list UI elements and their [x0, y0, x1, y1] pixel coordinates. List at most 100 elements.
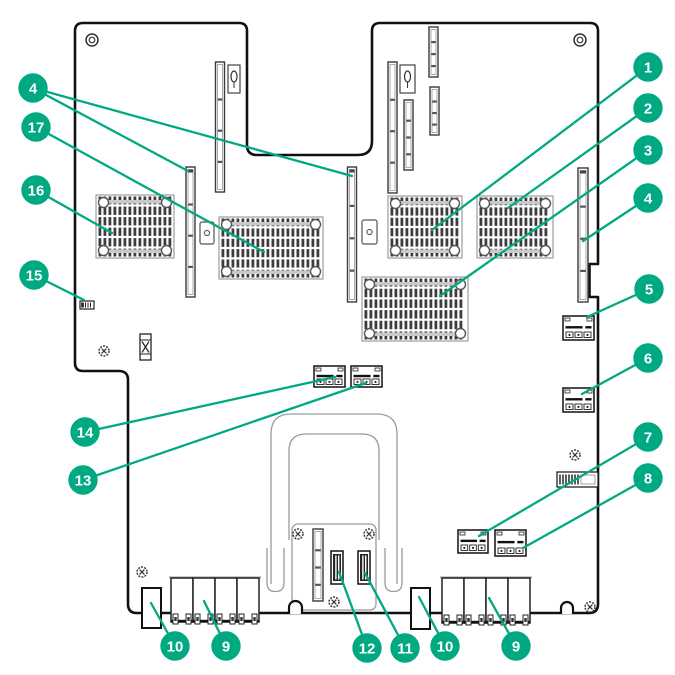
callout-9: 9	[202, 599, 241, 661]
heatsink	[387, 195, 463, 259]
callout-circle	[18, 73, 48, 103]
callout-circle	[633, 343, 663, 373]
callout-number: 11	[397, 640, 413, 657]
callout-15: 15	[19, 260, 86, 302]
pcie-slot-connector	[214, 61, 226, 193]
callout-14: 14	[70, 375, 337, 447]
callout-circle	[390, 633, 420, 663]
callout-circle	[68, 465, 98, 495]
screw	[98, 345, 110, 357]
board-edge	[73, 21, 600, 615]
cable-connector	[313, 365, 346, 388]
socket-block	[361, 219, 378, 245]
fuse-component	[139, 333, 152, 361]
callout-leader-line	[81, 381, 368, 482]
callout-circle	[633, 463, 663, 493]
callout-circle	[21, 175, 51, 205]
callout-circle	[19, 260, 49, 290]
callout-number: 5	[645, 281, 653, 298]
callout-circle	[633, 52, 663, 82]
callout-8: 8	[521, 463, 663, 550]
cable-connector	[494, 529, 527, 557]
callout-leader-line	[34, 125, 266, 254]
callout-11: 11	[363, 571, 420, 663]
callout-3: 3	[438, 135, 663, 298]
cable-connector	[350, 365, 383, 388]
pcie-slot-connector	[428, 26, 439, 78]
callout-leader-line	[438, 148, 650, 298]
jumper-header	[79, 300, 95, 310]
callout-number: 17	[28, 119, 45, 136]
board-outline	[73, 21, 600, 615]
callout-circle	[633, 93, 663, 123]
board-edge-tab	[141, 587, 162, 629]
callout-number: 14	[77, 424, 94, 441]
pcie-slot-connector	[185, 166, 196, 298]
callout-circle	[633, 422, 663, 452]
callout-circle	[634, 274, 664, 304]
bracket-outer-edge	[270, 413, 398, 584]
guide-notch	[287, 599, 304, 614]
screw	[363, 528, 375, 540]
callout-10: 10	[417, 595, 460, 661]
bracket-right-foot	[384, 548, 403, 593]
screw	[328, 596, 340, 608]
callout-4: 4	[18, 73, 354, 178]
callout-12: 12	[337, 570, 382, 663]
callout-number: 10	[437, 638, 454, 655]
power-connector-bank	[169, 576, 261, 625]
callout-5: 5	[585, 274, 664, 319]
callout-number: 1	[644, 59, 652, 76]
callout-17: 17	[21, 112, 266, 254]
callout-1: 1	[430, 52, 663, 232]
callout-4: 4	[581, 183, 663, 243]
callout-leader-line	[430, 65, 650, 232]
callout-10: 10	[149, 601, 190, 661]
screw	[136, 566, 148, 578]
callout-circle	[633, 183, 663, 213]
socket-block	[199, 221, 215, 245]
callout-number: 10	[167, 638, 184, 655]
pcie-slot-connector	[577, 167, 589, 303]
callout-leader-line	[521, 476, 650, 550]
callout-number: 2	[644, 100, 652, 117]
heatsink	[95, 194, 175, 259]
callout-leader-line	[31, 86, 190, 173]
pcie-slot-connector	[429, 86, 440, 136]
callout-circle	[160, 631, 190, 661]
callout-leader-line	[31, 86, 354, 178]
callout-leader-line	[477, 435, 650, 538]
callout-circle	[430, 631, 460, 661]
callout-6: 6	[580, 343, 663, 396]
callout-circle	[211, 631, 241, 661]
heatsink	[218, 216, 324, 280]
board-edge-tab	[410, 587, 431, 630]
callout-circle	[633, 135, 663, 165]
cable-connector	[562, 315, 595, 341]
callout-2: 2	[506, 93, 663, 210]
callout-number: 15	[26, 267, 43, 284]
screw	[292, 528, 304, 540]
pcie-slot-connector	[312, 528, 324, 602]
callout-number: 13	[75, 472, 92, 489]
power-connector-bank	[440, 576, 532, 626]
callout-7: 7	[477, 422, 663, 538]
screw-hole	[85, 33, 99, 47]
callout-circle	[21, 112, 51, 142]
callout-number: 3	[644, 142, 652, 159]
screw	[584, 601, 596, 613]
pcie-slot-connector	[346, 166, 358, 303]
guide-notch	[559, 600, 575, 614]
bracket-left-foot	[266, 548, 285, 593]
callout-number: 8	[644, 470, 652, 487]
callout-number: 9	[512, 638, 520, 655]
callout-number: 4	[644, 190, 653, 207]
callout-leader-line	[506, 106, 650, 210]
screw-hole	[573, 33, 587, 47]
bracket-inner-edge	[288, 433, 380, 540]
pcie-slot-connector	[403, 99, 414, 171]
pcie-slot-connector	[387, 61, 398, 194]
